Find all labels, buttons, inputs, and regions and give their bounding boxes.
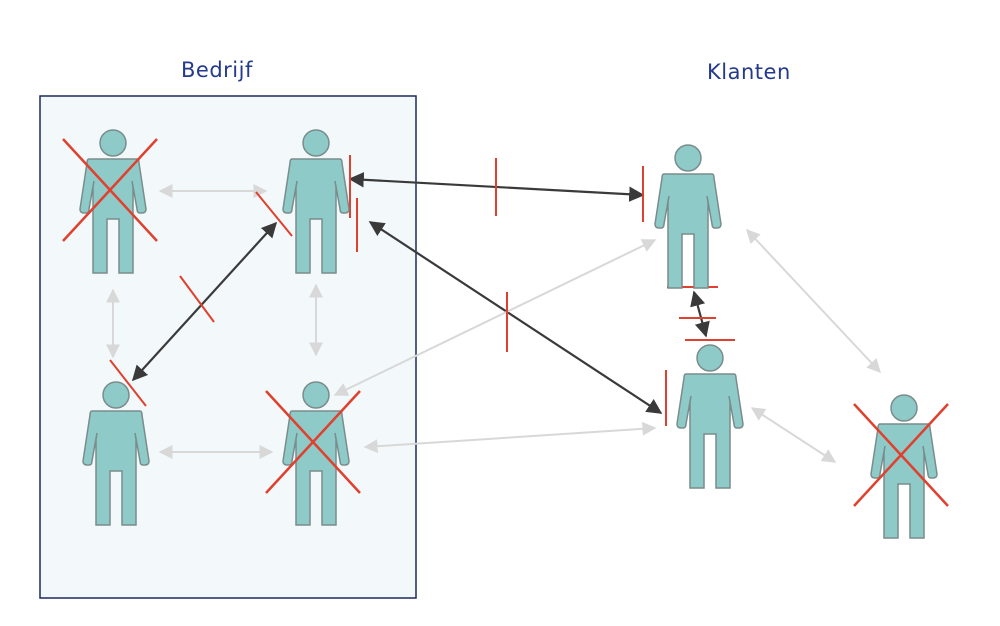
customers-label: Klanten [707,60,791,84]
person-customer-middle [676,344,744,489]
person-icon [870,394,938,539]
link-customer-middle-to-customer-right [750,407,837,463]
block-mark [109,359,147,407]
person-icon [654,144,722,289]
link-customer-top-to-customer-right [746,228,881,374]
cross-stroke [265,390,361,494]
blocks-layer [109,155,735,426]
person-company-top-left [62,129,158,274]
links-layer [106,172,881,463]
people-layer [62,129,949,539]
person-company-bottom-right [265,381,361,526]
cross-out-icon [265,390,361,494]
person-icon [676,344,744,489]
company-label: Bedrijf [181,58,253,82]
block-mark [179,275,215,323]
cross-out-icon [853,403,949,507]
cross-stroke [62,138,158,242]
link-company-bottom-right-to-customer-middle [363,421,657,454]
link-company-bottom-left-to-company-top-right [131,221,278,382]
block-mark [255,191,293,237]
person-customer-top [654,144,722,289]
person-customer-right [853,394,949,539]
cross-stroke [853,403,949,507]
cross-out-icon [62,138,158,242]
link-customer-top-to-customer-middle [690,290,710,338]
link-company-bottom-right-to-customer-top [333,239,657,396]
